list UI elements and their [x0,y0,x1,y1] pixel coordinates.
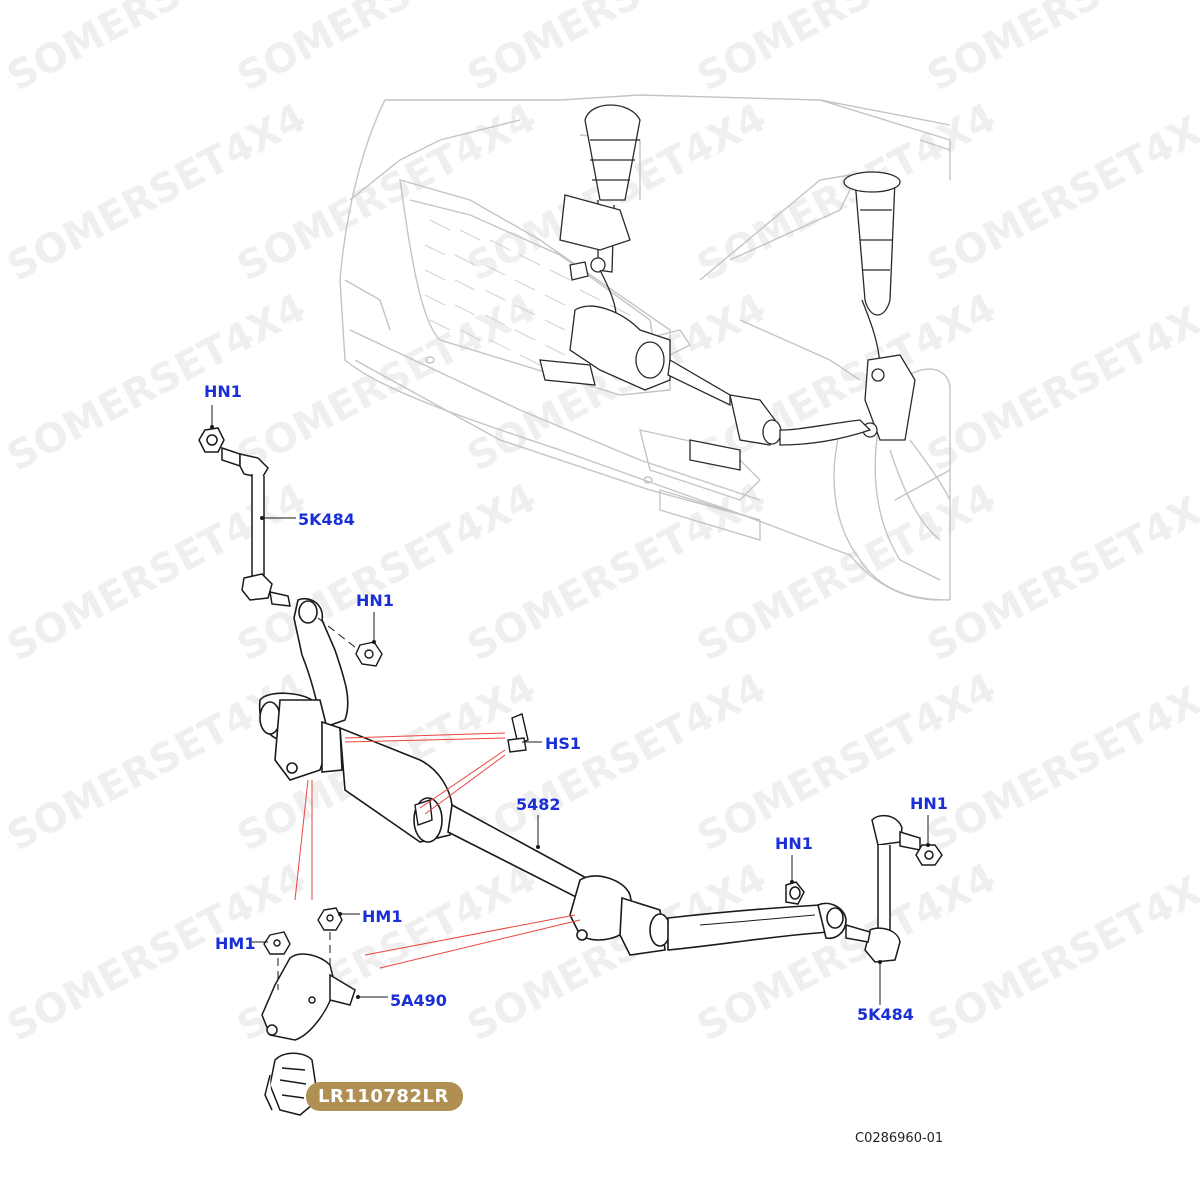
diagram-code: C0286960-01 [855,1131,944,1146]
callout-hn1-right-upper: HN1 [775,834,813,853]
callout-hm1-right: HM1 [362,907,403,926]
leader-lines [211,405,929,1005]
callout-5a490: 5A490 [390,991,447,1010]
fasteners [263,641,529,955]
callout-hm1-left: HM1 [215,934,256,953]
leader-dots [210,425,930,999]
callout-hn1-mid: HN1 [356,591,394,610]
part-number-badge: LR110782LR [306,1082,463,1111]
stabilizer-bar [258,598,847,956]
drop-link-left [198,427,291,607]
callout-hn1-top-left: HN1 [204,382,242,401]
installed-suspension-view [539,104,916,471]
callout-5482: 5482 [516,795,561,814]
callout-5k484-left: 5K484 [298,510,355,529]
callout-hn1-right: HN1 [910,794,948,813]
assembly-dash-lines [277,617,357,990]
callout-5k484-right: 5K484 [857,1005,914,1024]
clamp-bracket-exploded [261,953,356,1041]
drop-link-right [785,814,943,963]
vehicle-front-outline [339,94,951,601]
grille-pattern [424,219,631,366]
callout-hs1: HS1 [545,734,582,753]
red-alignment-lines [294,732,581,969]
